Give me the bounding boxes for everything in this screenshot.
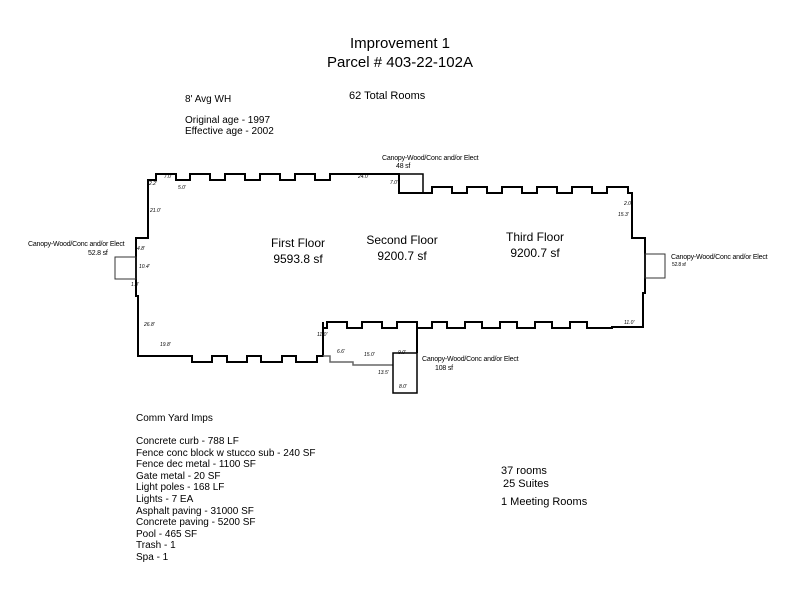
dim-label: 7.0' [390,180,398,186]
dim-label: 15.0' [364,352,375,358]
dim-label: 13.5' [378,370,389,376]
dim-label: 5.0' [178,185,186,191]
yard-title: Comm Yard Imps [136,413,213,424]
canopy-top [398,173,424,194]
lower-wall [323,355,393,366]
dim-label: 9.0' [398,350,406,356]
yard-item: Light poles - 168 LF [136,482,225,494]
yard-item: Pool - 465 SF [136,528,198,540]
effective-age: Effective age - 2002 [185,126,274,137]
canopy-label-bottom: Canopy-Wood/Conc and/or Elect [422,356,519,363]
dim-label: 10.4' [139,264,150,270]
yard-item: Fence dec metal - 1100 SF [136,459,256,471]
original-age: Original age - 1997 [185,115,271,126]
dim-label: 24.0' [358,174,369,180]
dim-label: 8.0' [399,384,407,390]
yard-item: Concrete curb - 788 LF [136,436,239,447]
parcel-number: Parcel # 403-22-102A [327,54,473,71]
room-count: 37 rooms [501,465,547,477]
floor-name: First Floor [271,236,325,250]
canopy-bottom [392,352,418,394]
floor-name: Second Floor [366,233,438,247]
canopy-right [644,253,666,279]
dim-label: 2.0' [624,201,632,207]
yard-item: Lights - 7 EA [136,493,194,505]
second-floor: Second Floor 9200.7 sf [362,233,442,263]
canopy-label-right: Canopy-Wood/Conc and/or Elect [671,254,768,261]
dim-label: 7.0' [164,174,172,180]
total-rooms: 62 Total Rooms [349,90,426,102]
dim-label: 19.8' [160,342,171,348]
canopy-left [114,256,137,280]
suite-count: 25 Suites [503,478,549,490]
yard-item: Fence conc block w stucco sub - 240 SF [136,447,316,459]
yard-item: Spa - 1 [136,551,169,563]
canopy-area-top: 48 sf [396,163,411,170]
yard-item: Asphalt paving - 31000 SF [136,505,254,517]
dim-label: 15.3' [618,212,629,218]
improvement-title: Improvement 1 [349,35,451,52]
dim-label: 11.0' [624,320,635,326]
canopy-label-top: Canopy-Wood/Conc and/or Elect [382,155,479,162]
yard-item: Gate metal - 20 SF [136,470,221,482]
canopy-label-left: Canopy-Wood/Conc and/or Elect [28,241,125,248]
yard-improvements-list: Concrete curb - 788 LF Fence conc block … [136,436,316,564]
dim-label: 11.0' [317,332,328,338]
canopy-area-left: 52.8 sf [88,250,108,257]
floor-area: 9200.7 sf [510,246,560,260]
meeting-room-count: 1 Meeting Rooms [501,496,588,508]
third-floor: Third Floor 9200.7 sf [498,230,572,260]
first-floor: First Floor 9593.8 sf [262,236,334,266]
canopy-area-right: 52.8 sf [672,262,686,268]
floor-name: Third Floor [505,230,564,244]
yard-item: Concrete paving - 5200 SF [136,517,256,529]
yard-item: Trash - 1 [136,540,176,552]
dim-label: 4.8' [137,246,145,252]
floor-area: 9200.7 sf [377,249,427,263]
floor-area: 9593.8 sf [273,252,323,266]
dim-label: 2.2' [149,181,157,187]
building-outline [135,173,646,363]
dim-label: 21.0' [150,208,161,214]
dim-label: 1.0' [131,282,139,288]
dim-label: 26.8' [144,322,155,328]
dim-label: 6.6' [337,349,345,355]
canopy-area-bottom: 108 sf [435,365,453,372]
wall-height: 8' Avg WH [185,94,232,105]
